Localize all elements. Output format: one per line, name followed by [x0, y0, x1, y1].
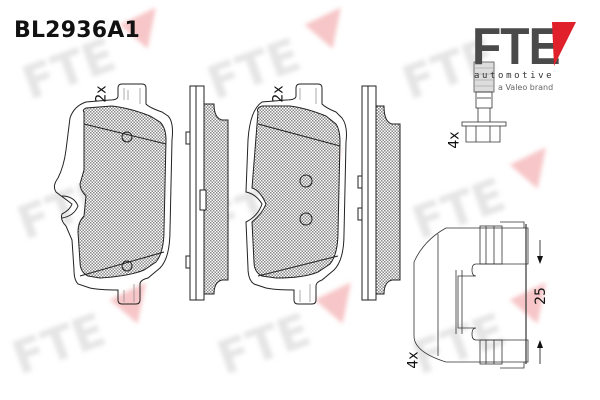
inner-brake-pad-front	[245, 83, 347, 305]
svg-text:FTE: FTE	[5, 302, 112, 385]
brand-logo: FTE automotive a Valeo brand	[472, 18, 576, 98]
clip-dimension-label: 25	[532, 287, 549, 305]
brand-accent-triangle-icon	[552, 22, 576, 66]
outer-brake-pad-side	[185, 85, 229, 301]
brand-logo-text: FTE	[472, 18, 561, 76]
clip-quantity: 4x	[405, 351, 422, 369]
outer-pad-quantity: 2x	[93, 85, 110, 103]
brand-tagline: a Valeo brand	[498, 83, 554, 92]
anti-rattle-clip-drawing	[413, 221, 543, 369]
svg-text:FTE: FTE	[405, 302, 512, 385]
svg-text:FTE: FTE	[200, 27, 307, 110]
part-number-title: BL2936A1	[14, 18, 140, 43]
inner-brake-pad-side	[357, 85, 401, 301]
svg-text:FTE: FTE	[405, 167, 512, 250]
svg-text:FTE: FTE	[210, 302, 317, 385]
brand-subtitle: automotive	[474, 71, 555, 81]
guide-bolt-drawing	[461, 61, 507, 143]
inner-pad-quantity: 2x	[270, 85, 287, 103]
guide-bolt-quantity: 4x	[446, 131, 463, 149]
outer-brake-pad-front	[53, 83, 173, 305]
